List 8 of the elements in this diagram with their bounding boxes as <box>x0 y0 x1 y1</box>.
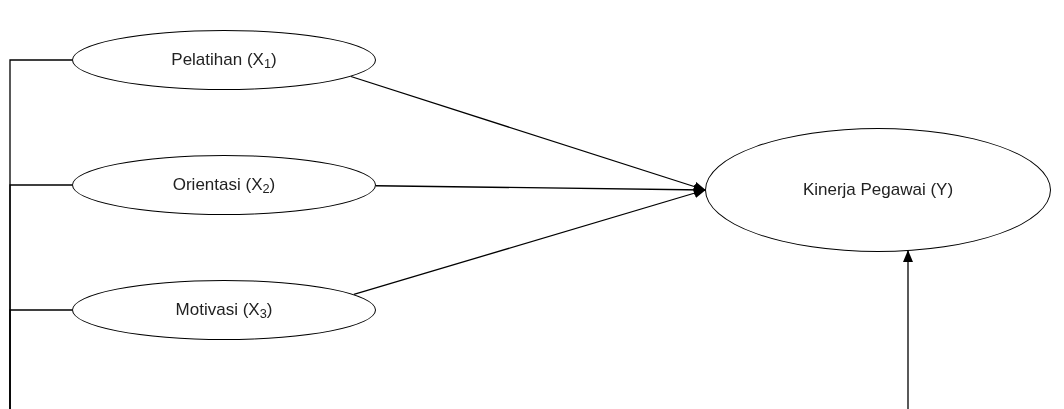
arrow <box>903 250 913 409</box>
arrow <box>350 75 706 192</box>
variable-label: Motivasi (X$_{3}$) <box>174 299 274 323</box>
variable-label: Pelatihan (X$_{1}$) <box>170 49 278 73</box>
arrow <box>353 188 706 296</box>
variable-label: Orientasi (X$_{2}$) <box>171 174 277 198</box>
connector-line <box>9 309 73 409</box>
variable-label: Kinerja Pegawai (Y) <box>801 179 955 201</box>
